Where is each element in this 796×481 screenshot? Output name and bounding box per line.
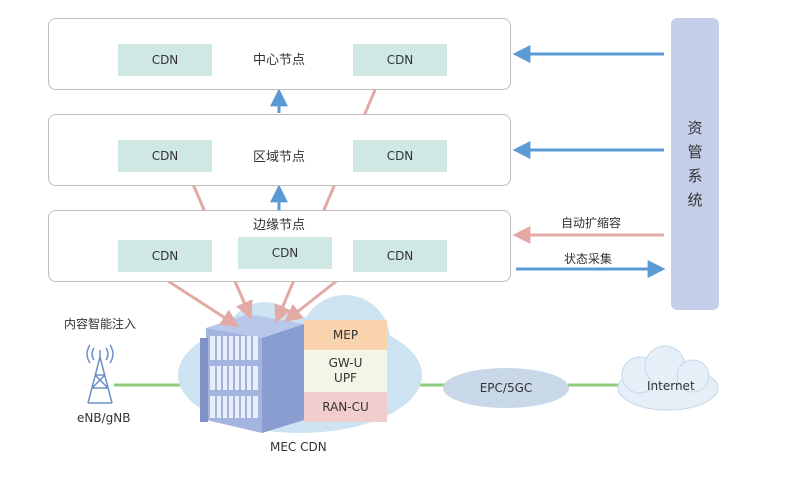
antenna-tower-icon — [86, 344, 114, 404]
edge-cdn-mid: CDN — [238, 237, 332, 269]
mep-block: MEP — [304, 320, 387, 350]
epc-5gc-node: EPC/5GC — [443, 368, 569, 408]
management-char-1: 资 — [687, 119, 703, 137]
regional-cdn-left: CDN — [118, 140, 212, 172]
regional-cdn-right: CDN — [353, 140, 447, 172]
internet-cloud — [617, 345, 719, 411]
arrow-central-to-mec — [274, 75, 383, 324]
upf-label: UPF — [334, 371, 357, 385]
management-system-panel: 资 管 系 统 — [671, 18, 719, 310]
central-node-title: 中心节点 — [253, 53, 306, 68]
mec-cdn-label: MEC CDN — [270, 440, 327, 454]
internet-label: Internet — [647, 379, 695, 393]
server-rack-icon — [200, 314, 304, 433]
edge-cdn-left: CDN — [118, 240, 212, 272]
central-cdn-right: CDN — [353, 44, 447, 76]
base-station-label: eNB/gNB — [77, 411, 131, 425]
gwu-upf-block: GW-U UPF — [304, 350, 387, 392]
intelligent-injection-label: 内容智能注入 — [64, 317, 137, 331]
regional-node-title: 区域节点 — [253, 150, 306, 165]
central-cdn-left: CDN — [118, 44, 212, 76]
management-char-4: 统 — [687, 191, 703, 209]
edge-cdn-right: CDN — [353, 240, 447, 272]
ran-cu-block: RAN-CU — [304, 392, 387, 422]
gwu-label: GW-U — [328, 356, 363, 370]
status-collect-label: 状态采集 — [564, 252, 613, 266]
auto-scale-label: 自动扩缩容 — [561, 216, 622, 230]
edge-node-title: 边缘节点 — [253, 218, 306, 233]
management-char-2: 管 — [687, 143, 703, 161]
management-char-3: 系 — [687, 167, 703, 185]
